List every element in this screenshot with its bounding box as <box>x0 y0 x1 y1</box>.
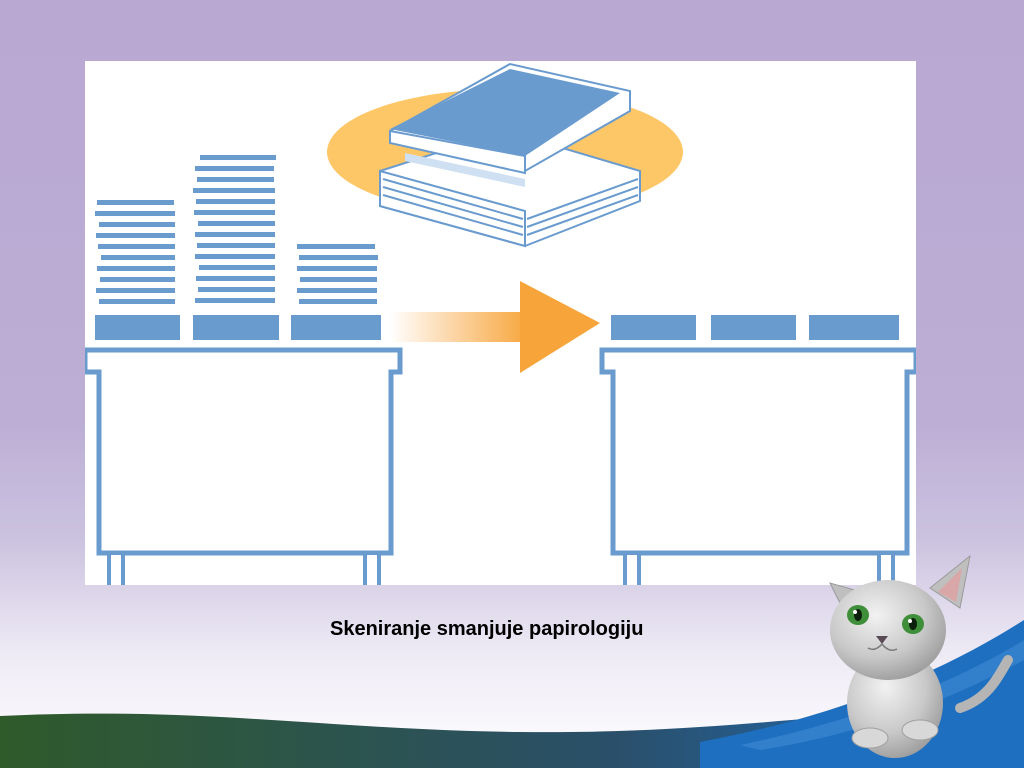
right-wave-blue <box>700 620 1024 768</box>
filing-cabinet-icon-left <box>85 315 403 585</box>
arrow-right-icon <box>390 281 600 373</box>
kitten-illustration <box>829 554 1013 758</box>
slide-caption: Skeniranje smanjuje papirologiju <box>330 618 644 640</box>
paper-stacks-left <box>95 155 378 304</box>
scanning-illustration <box>85 61 916 585</box>
scanner-icon <box>379 62 641 248</box>
right-wave-blue-light <box>740 640 1024 750</box>
filing-cabinet-icon-right <box>599 315 916 585</box>
